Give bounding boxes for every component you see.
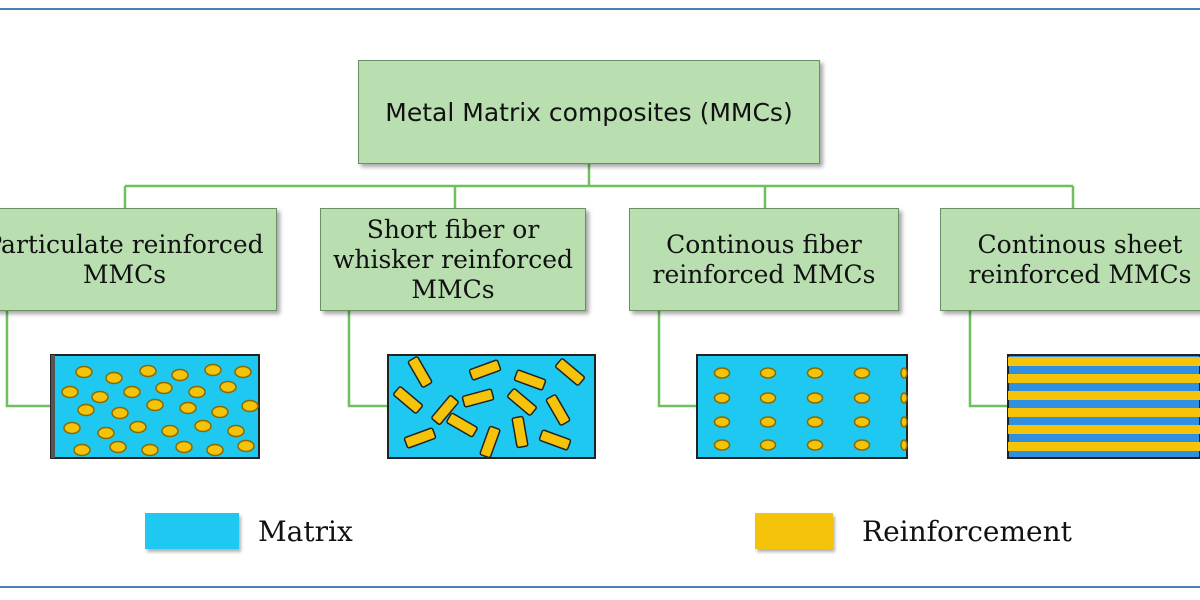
connector-line (968, 311, 1008, 408)
category-label-particulate: Particulate reinforced MMCs (0, 229, 264, 289)
connector-line (657, 311, 697, 408)
category-box-continuous-fiber: Continous fiber reinforced MMCs (629, 208, 899, 311)
legend-matrix-swatch (145, 513, 239, 549)
connector-line (5, 311, 52, 408)
root-node-box: Metal Matrix composites (MMCs) (358, 60, 820, 164)
category-box-particulate: Particulate reinforced MMCs (0, 208, 277, 311)
category-box-short-fiber: Short fiber or whisker reinforced MMCs (320, 208, 586, 311)
root-node-label: Metal Matrix composites (MMCs) (385, 97, 793, 127)
legend-matrix-label: Matrix (258, 515, 353, 548)
category-label-short-fiber: Short fiber or whisker reinforced MMCs (332, 214, 574, 304)
connector-line (347, 311, 388, 408)
category-label-continuous-sheet: Continous sheet reinforced MMCs (968, 229, 1192, 289)
bottom-border (0, 586, 1200, 588)
legend-reinforcement-swatch (755, 513, 833, 549)
top-border (0, 8, 1200, 10)
category-box-continuous-sheet: Continous sheet reinforced MMCs (940, 208, 1200, 311)
category-label-continuous-fiber: Continous fiber reinforced MMCs (652, 229, 876, 289)
legend-reinforcement-label: Reinforcement (862, 515, 1072, 548)
